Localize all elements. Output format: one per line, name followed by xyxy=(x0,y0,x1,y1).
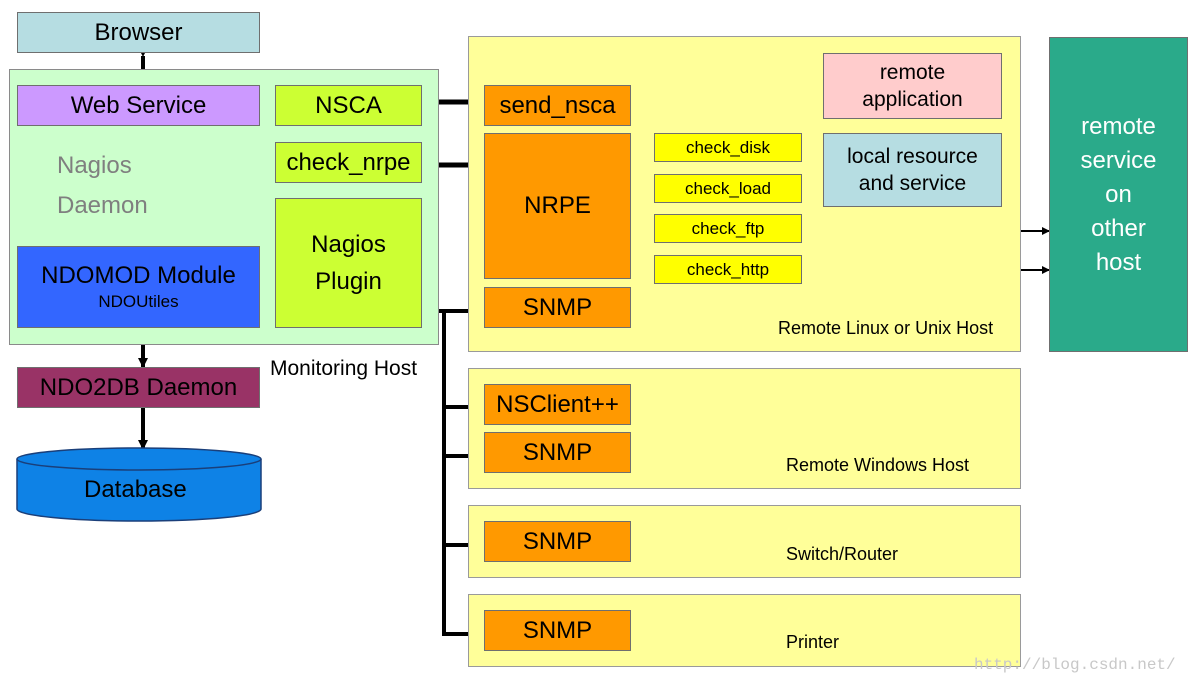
nrpe-box: NRPE xyxy=(484,133,631,279)
remote-service-line3: on xyxy=(1105,180,1132,208)
linux-snmp-label: SNMP xyxy=(522,293,593,321)
ndoutils-label: NDOUtiles xyxy=(98,292,179,311)
nsca-label: NSCA xyxy=(315,91,382,119)
send-nsca-box: send_nsca xyxy=(484,85,631,126)
remote-application-line1: remote xyxy=(879,61,946,84)
remote-service-line5: host xyxy=(1095,248,1142,276)
local-resource-line1: local resource xyxy=(847,145,978,168)
switch-router-label: Switch/Router xyxy=(786,544,899,564)
linux-snmp-box: SNMP xyxy=(484,287,631,328)
nrpe-label: NRPE xyxy=(524,192,591,219)
check-nrpe-box: check_nrpe xyxy=(275,142,422,183)
ndo2db-daemon-label: NDO2DB Daemon xyxy=(39,373,238,401)
nsclient-label: NSClient++ xyxy=(496,390,619,418)
windows-host-label: Remote Windows Host xyxy=(786,455,970,475)
remote-service-line1: remote xyxy=(1081,112,1156,140)
nagios-daemon-line1: Nagios xyxy=(57,152,132,179)
nagios-plugin-line1: Nagios xyxy=(311,231,386,258)
printer-snmp-box: SNMP xyxy=(484,610,631,651)
browser-label: Browser xyxy=(94,18,183,46)
check-http-label: check_http xyxy=(686,259,770,279)
database-cylinder xyxy=(16,447,262,522)
remote-application-box: remote application xyxy=(823,53,1002,119)
remote-service-line4: other xyxy=(1091,214,1146,242)
printer-label: Printer xyxy=(786,632,840,652)
check-ftp-label: check_ftp xyxy=(691,218,765,238)
check-disk-box: check_disk xyxy=(654,133,802,162)
switch-snmp-box: SNMP xyxy=(484,521,631,562)
web-service-box: Web Service xyxy=(17,85,260,126)
switch-snmp-label: SNMP xyxy=(522,527,593,555)
nagios-plugin-line2: Plugin xyxy=(315,268,382,295)
nagios-plugin-box: Nagios Plugin xyxy=(275,198,422,328)
ndomod-module-label: NDOMOD Module xyxy=(41,262,236,289)
web-service-label: Web Service xyxy=(70,91,207,119)
nagios-daemon-line2: Daemon xyxy=(57,192,148,219)
nsca-box: NSCA xyxy=(275,85,422,126)
check-load-label: check_load xyxy=(684,178,771,198)
check-load-box: check_load xyxy=(654,174,802,203)
send-nsca-label: send_nsca xyxy=(499,91,616,119)
windows-snmp-label: SNMP xyxy=(522,438,593,466)
remote-application-line2: application xyxy=(862,88,963,111)
monitoring-host-label: Monitoring Host xyxy=(270,357,418,380)
local-resource-box: local resource and service xyxy=(823,133,1002,207)
ndo2db-daemon-box: NDO2DB Daemon xyxy=(17,367,260,408)
remote-service-line2: service xyxy=(1080,146,1157,174)
plugin-trunk-line xyxy=(424,309,446,636)
ndomod-module-box: NDOMOD Module NDOUtiles xyxy=(17,246,260,328)
windows-snmp-box: SNMP xyxy=(484,432,631,473)
watermark-text: http://blog.csdn.net/ xyxy=(974,656,1176,674)
printer-snmp-label: SNMP xyxy=(522,616,593,644)
check-disk-label: check_disk xyxy=(685,137,771,157)
local-resource-line2: and service xyxy=(858,172,967,195)
database-label: Database xyxy=(84,476,187,503)
browser-box: Browser xyxy=(17,12,260,53)
remote-service-box: remote service on other host xyxy=(1049,37,1188,352)
nsclient-box: NSClient++ xyxy=(484,384,631,425)
linux-host-label: Remote Linux or Unix Host xyxy=(778,318,994,338)
check-ftp-box: check_ftp xyxy=(654,214,802,243)
check-http-box: check_http xyxy=(654,255,802,284)
check-nrpe-label: check_nrpe xyxy=(286,148,411,176)
